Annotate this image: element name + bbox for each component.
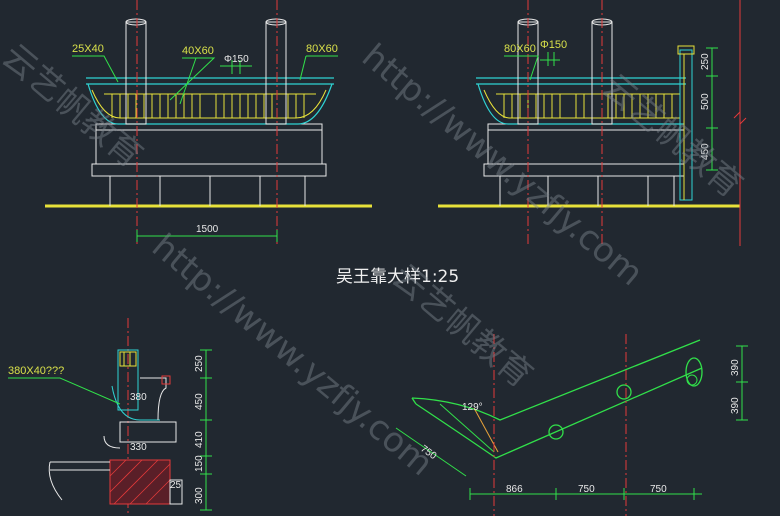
dim-410-section: 410 (194, 431, 205, 448)
watermark-url-1: http://www.yzfjy.com (144, 226, 440, 484)
dim-300-section: 300 (194, 487, 205, 504)
drawing-title: 吴王靠大样1:25 (336, 267, 459, 287)
dim-250-section: 250 (194, 355, 205, 372)
dims-vertical-right (706, 47, 718, 171)
watermarks: http://www.yzfjy.com http://www.yzfjy.co… (0, 36, 750, 484)
label-dia150-right: Φ150 (540, 39, 567, 51)
dim-380: 380 (130, 392, 147, 403)
dim-750-a: 750 (578, 484, 595, 495)
label-dia150: Φ150 (224, 54, 249, 65)
watermark-brand-3: 云艺帆教育 (594, 66, 750, 206)
dim-150-section: 150 (194, 455, 205, 472)
balusters-left (111, 94, 305, 118)
rail-curve (87, 83, 333, 125)
leaders-left (72, 55, 338, 105)
section-view: 380X40??? 380 330 250 450 410 150 300 25 (8, 318, 212, 516)
elevation-view-right: 80X60 Φ150 250 500 450 (438, 0, 747, 246)
balusters-right (503, 94, 673, 118)
watermark-brand-2: 云艺帆教育 (384, 256, 540, 396)
bracket-detail: 129° 750 866 750 750 390 390 (395, 334, 748, 516)
dim-450-section: 450 (194, 393, 205, 410)
dim-250: 250 (700, 53, 711, 70)
end-post (679, 49, 693, 201)
dim-1500-text: 1500 (196, 224, 219, 235)
columns-right (517, 18, 613, 125)
dim-500: 500 (700, 93, 711, 110)
columns-left (125, 18, 287, 125)
plinth-legs (109, 176, 306, 206)
elevation-view-left: 25X40 40X60 Φ150 80X60 1500 (45, 0, 372, 246)
label-80x60-right: 80X60 (504, 43, 536, 55)
label-25x40: 25X40 (72, 43, 104, 55)
dim-330: 330 (130, 442, 147, 453)
dim-866: 866 (506, 484, 523, 495)
watermark-url-2: http://www.yzfjy.com (354, 36, 650, 294)
label-380x40: 380X40??? (8, 365, 64, 377)
angle-129: 129° (462, 402, 483, 413)
dim-25: 25 (170, 480, 182, 491)
dim-450: 450 (700, 143, 711, 160)
dim-390-a: 390 (730, 359, 741, 376)
label-40x60: 40X60 (182, 45, 214, 57)
dim-390-b: 390 (730, 397, 741, 414)
bracket-curve (411, 339, 701, 421)
label-80x60: 80X60 (306, 43, 338, 55)
dim-750-b: 750 (650, 484, 667, 495)
dim-1500 (136, 230, 278, 242)
